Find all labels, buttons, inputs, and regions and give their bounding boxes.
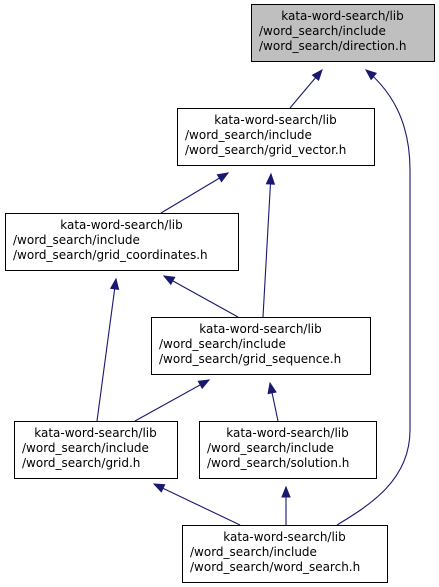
- edge-line: [336, 69, 411, 526]
- node-label-line: /word_search/include: [207, 441, 334, 455]
- edge-line: [153, 483, 241, 526]
- edge-arrowhead: [364, 69, 378, 81]
- node-label-line: kata-word-search/lib: [214, 113, 337, 127]
- node-box[interactable]: [177, 108, 375, 166]
- edge-word_search-to-grid: [152, 483, 241, 526]
- edge-arrowhead: [216, 172, 230, 183]
- edge-arrowhead: [152, 483, 166, 493]
- edge-line: [160, 172, 229, 214]
- node-direction: kata-word-search/lib/word_search/include…: [251, 4, 435, 62]
- node-label-line: /word_search/grid_coordinates.h: [13, 248, 208, 262]
- edge-arrowhead: [311, 68, 323, 82]
- node-label-line: kata-word-search/lib: [281, 9, 404, 23]
- node-grid-vector[interactable]: kata-word-search/lib/word_search/include…: [177, 108, 375, 166]
- node-box: [251, 4, 435, 62]
- node-box[interactable]: [5, 213, 239, 271]
- edge-grid_sequence-to-grid_vector: [262, 172, 276, 318]
- node-box[interactable]: [199, 421, 377, 479]
- edge-arrowhead: [109, 277, 120, 290]
- node-grid-sequence[interactable]: kata-word-search/lib/word_search/include…: [151, 317, 371, 375]
- node-label-line: /word_search/include: [259, 24, 386, 38]
- edge-line: [163, 275, 239, 318]
- edge-arrowhead: [265, 172, 276, 185]
- node-grid-coordinates[interactable]: kata-word-search/lib/word_search/include…: [5, 213, 239, 271]
- edge-grid_coordinates-to-grid_vector: [160, 172, 230, 214]
- edge-arrowhead: [267, 381, 277, 395]
- node-label-line: /word_search/grid.h: [22, 456, 140, 470]
- edge-line: [134, 379, 210, 422]
- node-box[interactable]: [14, 421, 178, 479]
- node-label-line: /word_search/grid_sequence.h: [159, 352, 341, 366]
- node-label-line: kata-word-search/lib: [223, 530, 346, 544]
- edge-line: [96, 278, 117, 422]
- edge-arrowhead: [197, 379, 211, 390]
- edge-word_search-to-direction: [336, 69, 411, 526]
- edge-grid-to-grid_coordinates: [96, 277, 120, 422]
- node-label-line: /word_search/grid_vector.h: [185, 143, 346, 157]
- node-label-line: /word_search/include: [185, 128, 312, 142]
- edges-layer: [96, 68, 411, 526]
- node-label-line: /word_search/include: [190, 545, 317, 559]
- edge-grid-to-grid_sequence: [134, 379, 211, 422]
- node-label-line: /word_search/include: [22, 441, 149, 455]
- node-grid[interactable]: kata-word-search/lib/word_search/include…: [14, 421, 178, 479]
- edge-grid_sequence-to-grid_coordinates: [162, 275, 239, 318]
- node-label-line: /word_search/include: [159, 337, 286, 351]
- node-label-line: /word_search/solution.h: [207, 456, 349, 470]
- node-box[interactable]: [151, 317, 371, 375]
- node-label-line: kata-word-search/lib: [60, 218, 183, 232]
- node-label-line: kata-word-search/lib: [34, 426, 157, 440]
- edge-arrowhead: [281, 485, 291, 498]
- node-solution[interactable]: kata-word-search/lib/word_search/include…: [199, 421, 377, 479]
- node-word-search[interactable]: kata-word-search/lib/word_search/include…: [182, 525, 388, 583]
- edge-word_search-to-solution: [281, 485, 291, 525]
- node-label-line: /word_search/word_search.h: [190, 560, 360, 574]
- edge-line: [262, 173, 272, 318]
- node-label-line: /word_search/direction.h: [259, 39, 406, 53]
- node-label-line: kata-word-search/lib: [199, 322, 322, 336]
- node-label-line: /word_search/include: [13, 233, 140, 247]
- edge-solution-to-grid_sequence: [267, 381, 279, 422]
- edge-grid_vector-to-direction: [289, 68, 323, 109]
- edge-arrowhead: [162, 275, 176, 286]
- node-label-line: kata-word-search/lib: [226, 426, 349, 440]
- nodes-layer: kata-word-search/lib/word_search/include…: [5, 4, 435, 583]
- node-box[interactable]: [182, 525, 388, 583]
